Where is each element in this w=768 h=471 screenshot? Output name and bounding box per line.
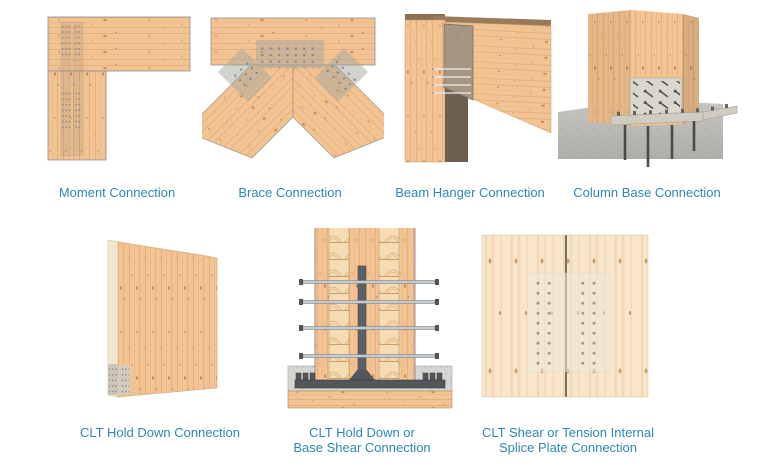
- caption-column-base-connection[interactable]: Column Base Connection: [553, 185, 741, 200]
- internal-plates: [60, 21, 84, 157]
- figure-brace-connection: Brace Connection: [200, 14, 384, 200]
- clt-hold-down-or-base-shear-connection-illustration: [287, 228, 453, 409]
- caption-brace-connection[interactable]: Brace Connection: [200, 185, 380, 200]
- base-bolts: [295, 372, 443, 381]
- caption-moment-connection[interactable]: Moment Connection: [27, 185, 207, 200]
- hanger-pins: [432, 68, 471, 94]
- internal-splice-plate: [526, 272, 611, 373]
- caption-line[interactable]: Base Shear Connection: [293, 440, 431, 455]
- caption-line[interactable]: CLT Hold Down or: [309, 425, 415, 440]
- panel-outline: [481, 234, 649, 398]
- figure-clt-splice-plate-connection: CLT Shear or Tension Internal Splice Pla…: [478, 231, 658, 466]
- caption-clt-splice-plate-connection[interactable]: CLT Shear or Tension Internal Splice Pla…: [478, 425, 658, 455]
- brace-connection-illustration: [202, 17, 384, 159]
- t-plate-fillet: [349, 369, 375, 380]
- inclined-screws: [633, 81, 680, 116]
- fastener-dots: [109, 367, 117, 393]
- column-top-face: [405, 14, 445, 20]
- fastener-dots: [575, 276, 602, 369]
- caption-line[interactable]: CLT Hold Down Connection: [80, 425, 240, 440]
- clt-hold-down-connection-illustration: [107, 239, 218, 398]
- base-plate-bolts: [617, 104, 728, 116]
- through-rods: [299, 279, 439, 359]
- moment-connection-illustration: [47, 16, 191, 161]
- base-plate: [610, 105, 738, 126]
- figure-clt-hold-down-connection: CLT Hold Down Connection: [70, 228, 250, 460]
- caption-line[interactable]: Brace Connection: [238, 185, 342, 200]
- figure-clt-hold-down-or-base-shear-connection: CLT Hold Down or Base Shear Connection: [272, 226, 453, 466]
- sill-plank: [287, 390, 453, 409]
- beam-hanger-connection-illustration: [404, 14, 552, 163]
- caption-line[interactable]: CLT Shear or Tension Internal: [482, 425, 654, 440]
- column-shadow-face: [445, 87, 468, 162]
- figure-moment-connection: Moment Connection: [27, 14, 207, 200]
- fastener-dots: [62, 26, 82, 128]
- caption-clt-hold-down-connection[interactable]: CLT Hold Down Connection: [70, 425, 250, 440]
- caption-line[interactable]: Beam Hanger Connection: [395, 185, 545, 200]
- beam-top-face: [433, 16, 551, 26]
- hanger-plate: [443, 23, 474, 101]
- fastener-dots: [120, 367, 129, 393]
- gusset-fastener-dots: [227, 43, 359, 92]
- panel-front-face: [117, 241, 218, 398]
- figure-column-base-connection: Column Base Connection: [553, 8, 741, 200]
- caption-line[interactable]: Column Base Connection: [573, 185, 721, 200]
- caption-beam-hanger-connection[interactable]: Beam Hanger Connection: [380, 185, 560, 200]
- hold-down-plate: [108, 364, 130, 395]
- clt-splice-plate-connection-illustration: [481, 234, 649, 398]
- fastener-dots: [530, 276, 557, 369]
- column: [404, 19, 446, 163]
- base-plate: [294, 379, 446, 389]
- caption-line[interactable]: Moment Connection: [58, 185, 176, 200]
- figure-beam-hanger-connection: Beam Hanger Connection: [380, 12, 560, 200]
- anchor-rods: [623, 121, 696, 167]
- caption-clt-hold-down-or-base-shear-connection[interactable]: CLT Hold Down or Base Shear Connection: [272, 425, 452, 455]
- beam: [47, 16, 191, 72]
- steel-side-plate: [629, 77, 683, 119]
- pin-tips: [432, 68, 434, 94]
- column-base-connection-illustration: [558, 10, 738, 167]
- caption-line[interactable]: Splice Plate Connection: [498, 440, 638, 455]
